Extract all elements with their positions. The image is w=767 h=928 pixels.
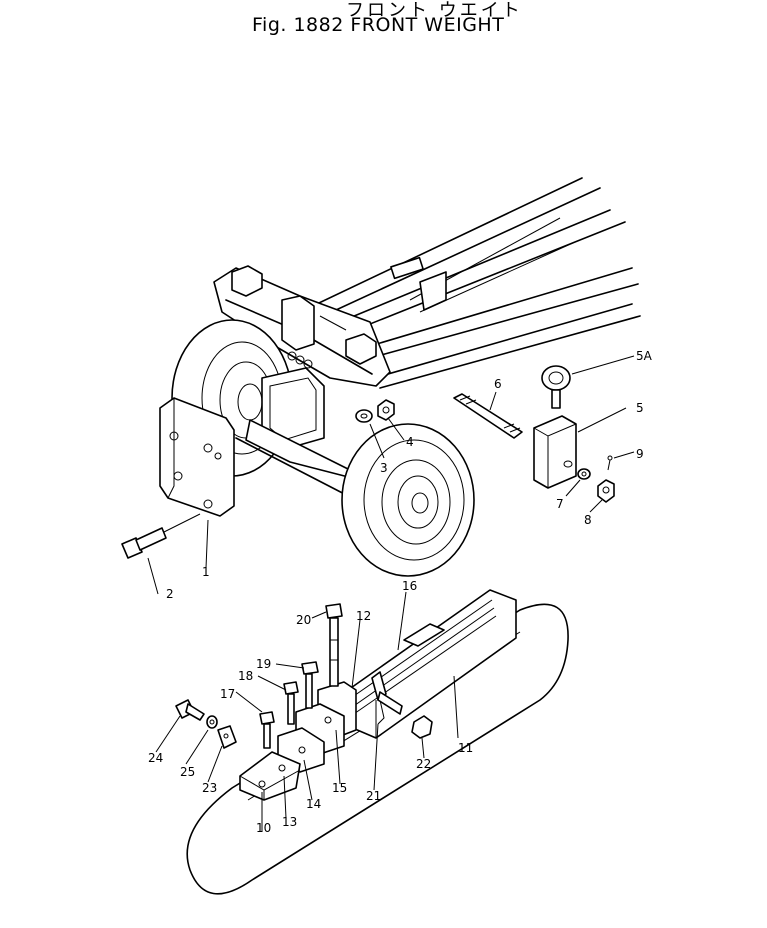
stud-bolt-6-drawing (453, 393, 523, 439)
washer-3-drawing (355, 409, 373, 423)
callout-18: 18 (238, 669, 253, 683)
callout-5: 5 (636, 401, 644, 415)
right-wheel-drawing (341, 423, 475, 577)
washer-25-drawing (206, 715, 218, 729)
callout-labels: 1 2 3 4 5 5A 6 7 8 9 10 11 12 13 14 15 1… (148, 349, 653, 835)
callout-2: 2 (166, 587, 174, 601)
nut-8-drawing (597, 479, 615, 503)
callout-3: 3 (380, 461, 388, 475)
plate-23-drawing (217, 725, 237, 749)
callout-15: 15 (332, 781, 347, 795)
leader-lines (147, 355, 635, 832)
callout-4: 4 (406, 435, 414, 449)
callout-22: 22 (416, 757, 431, 771)
callout-17: 17 (220, 687, 235, 701)
callout-12: 12 (356, 609, 371, 623)
callout-8: 8 (584, 513, 592, 527)
cotter-pin-9-drawing (607, 455, 613, 471)
callout-7: 7 (556, 497, 564, 511)
weight-mount-bracket-drawing (235, 367, 361, 501)
callout-11: 11 (458, 741, 473, 755)
callout-1: 1 (202, 565, 210, 579)
callout-13: 13 (282, 815, 297, 829)
callout-6: 6 (494, 377, 502, 391)
loader-arms-drawing (299, 177, 641, 389)
plug-22-drawing (411, 715, 433, 739)
weight-5-drawing (533, 415, 577, 489)
bolt-24-drawing (175, 699, 205, 721)
figure-title-japanese: フロント ウエイト (346, 0, 523, 21)
callout-5A: 5A (636, 349, 653, 363)
front-frame-drawing (213, 265, 391, 387)
bolt-20-drawing (325, 603, 343, 687)
callout-20: 20 (296, 613, 311, 627)
washer-7-drawing (577, 468, 591, 480)
callout-9: 9 (636, 447, 644, 461)
callout-24: 24 (148, 751, 163, 765)
figure-title: Fig. 1882 FRONT WEIGHT (252, 14, 505, 36)
callout-23: 23 (202, 781, 217, 795)
callout-14: 14 (306, 797, 321, 811)
bolt-2-drawing (121, 513, 201, 559)
callout-19: 19 (256, 657, 271, 671)
callout-16: 16 (402, 579, 417, 593)
callout-10: 10 (256, 821, 271, 835)
callout-25: 25 (180, 765, 195, 779)
callout-21: 21 (366, 789, 381, 803)
lock-pin-21-drawing (371, 671, 403, 725)
eye-bolt-5A-drawing (541, 365, 571, 409)
front-weight-block-drawing (159, 397, 235, 517)
track-belt-drawing (186, 603, 569, 895)
bolt-18-drawing (283, 681, 299, 725)
nut-4-drawing (377, 399, 395, 421)
bolt-17-drawing (259, 711, 275, 749)
bolt-19-drawing (301, 661, 319, 709)
